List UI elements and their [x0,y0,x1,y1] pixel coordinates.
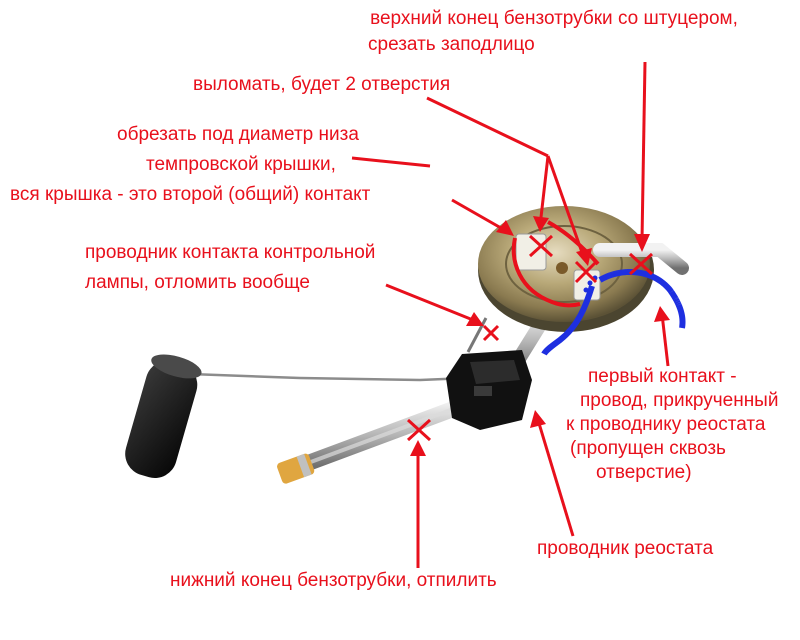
cut-diameter-arc-upper [547,220,600,266]
label-cut-line3: вся крышка - это второй (общий) контакт [10,184,371,205]
label-first-line1: первый контакт - [588,366,737,387]
rheostat-housing [446,350,532,430]
arrow-lamp [385,283,479,324]
annotation-arrows [351,61,670,568]
label-first-line3: к проводнику реостата [566,414,766,435]
label-top-end-line1: верхний конец бензотрубки со штуцером, [370,8,738,29]
upper-fuel-tube [593,243,689,275]
arrow-break-1b [538,155,550,227]
label-lamp-line2: лампы, отломить вообще [85,272,310,293]
lower-fuel-tube [277,394,480,484]
first-contact-wire [598,269,686,329]
cross-break-out-1 [528,234,554,258]
arrow-break-2 [546,155,586,259]
label-bottom-end: нижний конец бензотрубки, отпилить [170,570,497,591]
cross-bottom-end [406,418,432,442]
float-arm-rod [189,372,469,382]
lamp-contact-wire [466,317,488,353]
float [125,354,202,478]
label-first-line2: провод, прикрученный [580,390,779,411]
arrow-cut-underline [351,156,431,168]
cross-break-out-2 [574,260,598,284]
arrow-top-end [640,61,647,241]
cut-diameter-arc [511,237,581,308]
label-first-line5: отверстие) [596,462,692,483]
arrowheads [410,216,670,456]
arrow-first-contact [660,313,670,367]
first-contact-wire-lower [541,285,595,356]
label-break-out: выломать, будет 2 отверстия [193,74,451,95]
arrow-rheostat [536,419,575,537]
label-top-end-line2: срезать заподлицо [368,34,535,55]
label-first-line4: (пропущен сквозь [570,438,726,459]
arrow-break-1a [426,96,549,158]
cross-marks [406,234,654,442]
cross-lamp-contact [482,324,500,342]
arrow-cut [451,198,509,234]
label-cut-line1: обрезать под диаметр низа [117,124,359,145]
sender-flange [478,206,654,332]
label-lamp-line1: проводник контакта контрольной [85,242,376,263]
label-cut-line2: темпровской крышки, [146,154,336,175]
label-rheostat: проводник реостата [537,538,714,559]
cross-top-end [628,252,654,276]
